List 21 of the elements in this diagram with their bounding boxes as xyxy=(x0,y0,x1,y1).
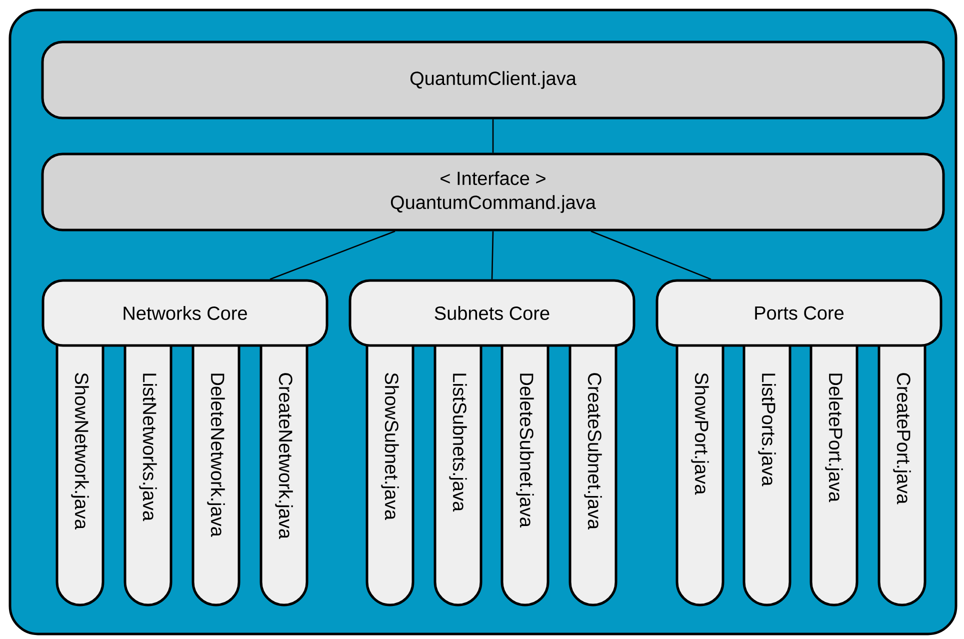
file-tab: ShowSubnet.java xyxy=(366,340,414,606)
file-tab: ShowNetwork.java xyxy=(56,340,104,606)
file-tab: DeleteSubnet.java xyxy=(500,340,550,606)
file-tab: ListSubnets.java xyxy=(434,340,482,606)
file-tab: DeletePort.java xyxy=(810,340,858,606)
file-tab: DeleteNetwork.java xyxy=(192,340,240,606)
connector-line xyxy=(491,231,494,280)
connector-line xyxy=(492,119,494,153)
file-tab: CreateSubnet.java xyxy=(568,340,618,606)
class-box: QuantumClient.java xyxy=(41,40,945,120)
module-box: Subnets Core xyxy=(348,279,636,347)
module-box: Ports Core xyxy=(656,279,942,347)
class-box: < Interface > QuantumCommand.java xyxy=(41,152,945,232)
file-tab: ListPorts.java xyxy=(742,340,792,606)
file-tab: CreateNetwork.java xyxy=(260,340,308,606)
module-box: Networks Core xyxy=(42,279,328,347)
connector-line xyxy=(270,230,396,280)
file-tab: CreatePort.java xyxy=(878,340,926,606)
connector-line xyxy=(590,230,712,280)
file-tab: ShowPort.java xyxy=(676,340,724,606)
file-tab: ListNetworks.java xyxy=(124,340,172,606)
